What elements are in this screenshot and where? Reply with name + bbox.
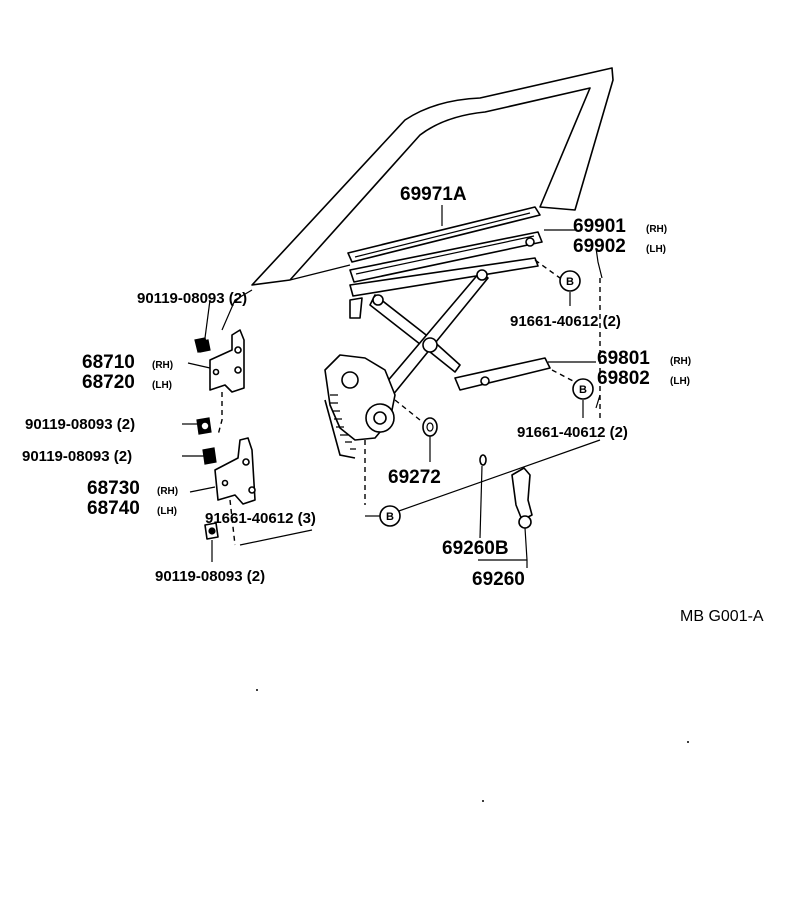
handle-clip bbox=[479, 454, 487, 466]
reg-dash-upper bbox=[534, 259, 561, 279]
reference-code: MB G001-A bbox=[680, 608, 764, 625]
speck-3 bbox=[482, 800, 484, 802]
screw-bottom bbox=[204, 522, 219, 540]
label-68710-side: (RH) bbox=[152, 360, 173, 371]
label-68740-side: (LH) bbox=[157, 506, 177, 517]
label-bolt-lower: 91661-40612 (2) bbox=[517, 424, 628, 441]
spring-part bbox=[422, 417, 438, 437]
reg-dash-motor bbox=[394, 399, 421, 421]
label-69272: 69272 bbox=[388, 467, 441, 488]
label-screw-c: 90119-08093 (2) bbox=[22, 448, 132, 465]
label-68730: 68730 bbox=[87, 478, 140, 499]
hinge-dash-1 bbox=[217, 392, 223, 436]
screw-upper bbox=[197, 339, 211, 353]
label-69902: 69902 bbox=[573, 236, 626, 257]
door-glass bbox=[251, 67, 614, 286]
label-69802-side: (LH) bbox=[670, 376, 690, 387]
svg-text:B: B bbox=[386, 511, 394, 523]
label-69971A: 69971A bbox=[400, 184, 467, 205]
window-handle bbox=[511, 467, 533, 529]
screw-mid bbox=[196, 417, 212, 435]
label-68720: 68720 bbox=[82, 372, 135, 393]
label-69260: 69260 bbox=[472, 569, 525, 590]
leader-lines bbox=[182, 205, 603, 568]
label-69801-side: (RH) bbox=[670, 356, 691, 367]
label-screw-d: 90119-08093 (2) bbox=[155, 568, 265, 585]
label-bolt-upper: 91661-40612 (2) bbox=[510, 313, 621, 330]
marker-b-lower: B bbox=[572, 378, 594, 400]
hinge-dash-2 bbox=[229, 499, 236, 546]
label-68720-side: (LH) bbox=[152, 380, 172, 391]
lower-hinge bbox=[214, 437, 256, 505]
glass-channel bbox=[347, 206, 541, 263]
screw-lower bbox=[202, 447, 217, 465]
speck-1 bbox=[256, 689, 258, 691]
label-69901: 69901 bbox=[573, 216, 626, 237]
label-69901-side: (RH) bbox=[646, 224, 667, 235]
label-bolt-hinge: 91661-40612 (3) bbox=[205, 510, 316, 527]
marker-b-upper: B bbox=[559, 270, 581, 292]
label-68710: 68710 bbox=[82, 352, 135, 373]
label-68740: 68740 bbox=[87, 498, 140, 519]
speck-2 bbox=[687, 741, 689, 743]
svg-text:B: B bbox=[579, 384, 587, 396]
marker-b-hinge: B bbox=[379, 505, 401, 527]
label-69802: 69802 bbox=[597, 368, 650, 389]
label-69260B: 69260B bbox=[442, 538, 509, 559]
upper-hinge bbox=[194, 329, 245, 393]
svg-text:B: B bbox=[566, 276, 574, 288]
label-68730-side: (RH) bbox=[157, 486, 178, 497]
window-regulator bbox=[324, 231, 551, 459]
label-screw-b: 90119-08093 (2) bbox=[25, 416, 135, 433]
reg-dash-lower bbox=[551, 369, 576, 383]
label-69801: 69801 bbox=[597, 348, 650, 369]
label-69902-side: (LH) bbox=[646, 244, 666, 255]
label-screw-a: 90119-08093 (2) bbox=[137, 290, 247, 307]
